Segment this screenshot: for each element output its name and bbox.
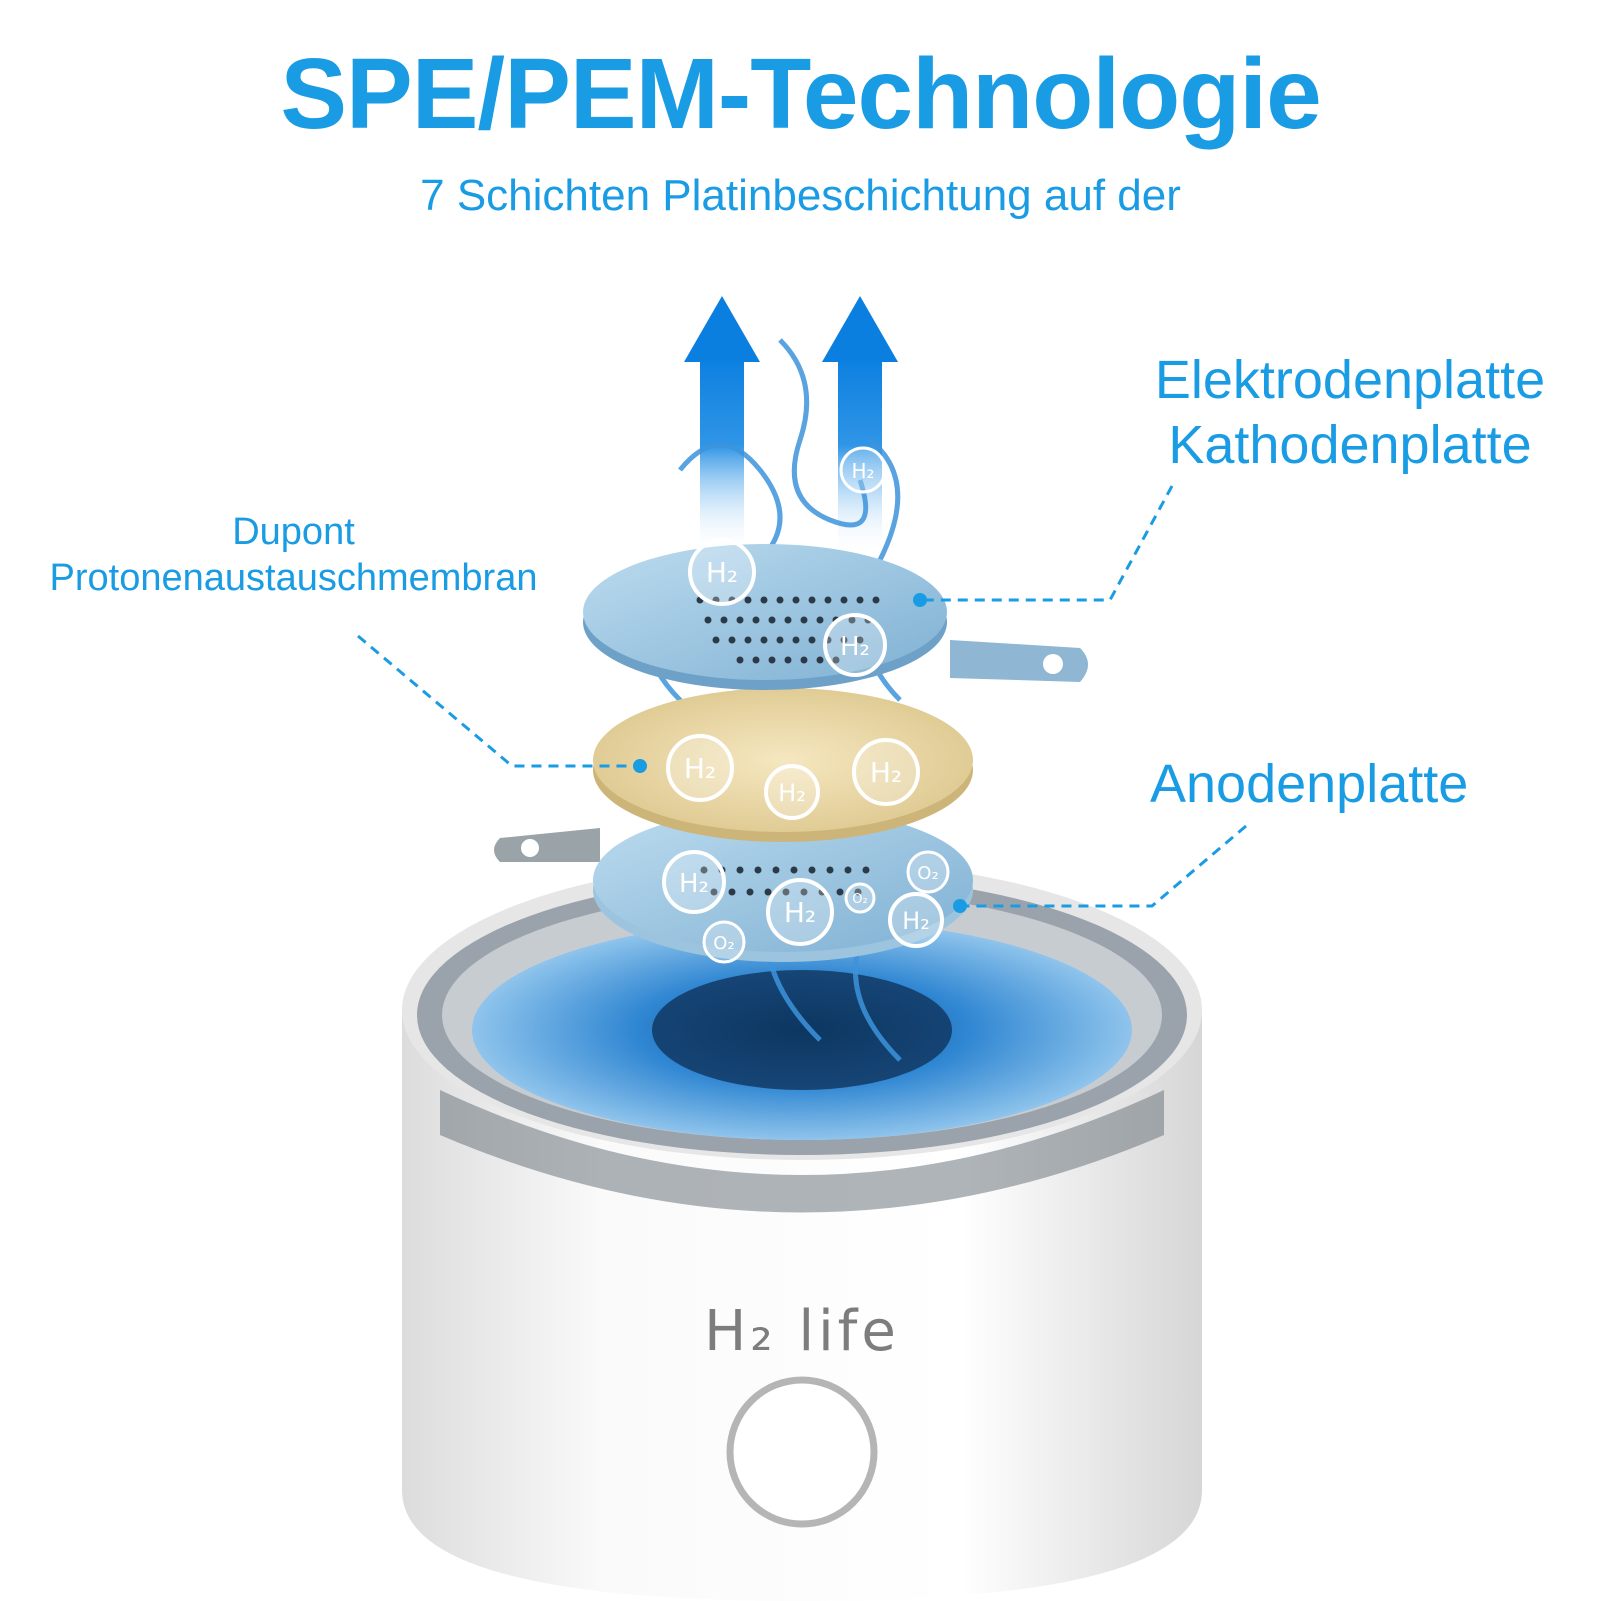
o2-bubble: O₂ xyxy=(906,850,950,894)
callout-anode: Anodenplatte xyxy=(1150,754,1469,814)
h2-bubble: H₂ xyxy=(662,850,726,914)
callout-membrane-line1: Dupont xyxy=(232,511,355,553)
svg-text:H₂: H₂ xyxy=(784,896,816,929)
leader-dots xyxy=(633,593,967,913)
svg-text:H₂: H₂ xyxy=(706,556,738,589)
svg-text:H₂: H₂ xyxy=(778,779,806,807)
svg-text:O₂: O₂ xyxy=(917,863,938,884)
h2-bubble: H₂ xyxy=(823,613,887,677)
up-arrow-icon xyxy=(684,296,760,555)
power-button[interactable] xyxy=(726,1376,878,1528)
h2-bubble: H₂ xyxy=(852,738,920,806)
svg-text:H₂: H₂ xyxy=(851,459,874,483)
h2-bubble: H₂ xyxy=(764,764,820,820)
h2-bubble: H₂ xyxy=(766,878,834,946)
leader-lines xyxy=(357,485,1247,908)
callout-membrane: Dupont Protonenaustauschmembran xyxy=(16,510,571,601)
svg-text:O₂: O₂ xyxy=(713,933,734,954)
h2-bubble: H₂ xyxy=(888,892,944,948)
callout-membrane-line2: Protonenaustauschmembran xyxy=(49,556,538,599)
page-title: SPE/PEM-Technologie xyxy=(280,38,1321,150)
page-subtitle: 7 Schichten Platinbeschichtung auf der xyxy=(420,171,1181,220)
up-arrow-icon xyxy=(822,296,898,555)
svg-text:H₂: H₂ xyxy=(840,632,870,662)
h2-bubble: H₂ xyxy=(839,446,887,494)
device-body xyxy=(402,860,1202,1601)
callout-cathode-line1: Elektrodenplatte xyxy=(1154,350,1546,410)
callout-cathode: Elektrodenplatte Kathodenplatte xyxy=(1130,348,1570,478)
device-logo: H₂ life xyxy=(704,1299,900,1364)
svg-text:H₂: H₂ xyxy=(679,869,709,899)
svg-text:H₂: H₂ xyxy=(902,907,930,935)
svg-text:H₂: H₂ xyxy=(684,752,716,785)
svg-text:O₂: O₂ xyxy=(852,892,867,907)
o2-bubble: O₂ xyxy=(702,920,746,964)
cathode-plate xyxy=(583,544,1088,896)
o2-bubble: O₂ xyxy=(844,882,876,914)
callout-cathode-line2: Kathodenplatte xyxy=(1168,414,1532,475)
h2-bubble: H₂ xyxy=(666,734,734,802)
svg-text:H₂: H₂ xyxy=(870,756,902,789)
h2-bubble: H₂ xyxy=(688,538,756,606)
